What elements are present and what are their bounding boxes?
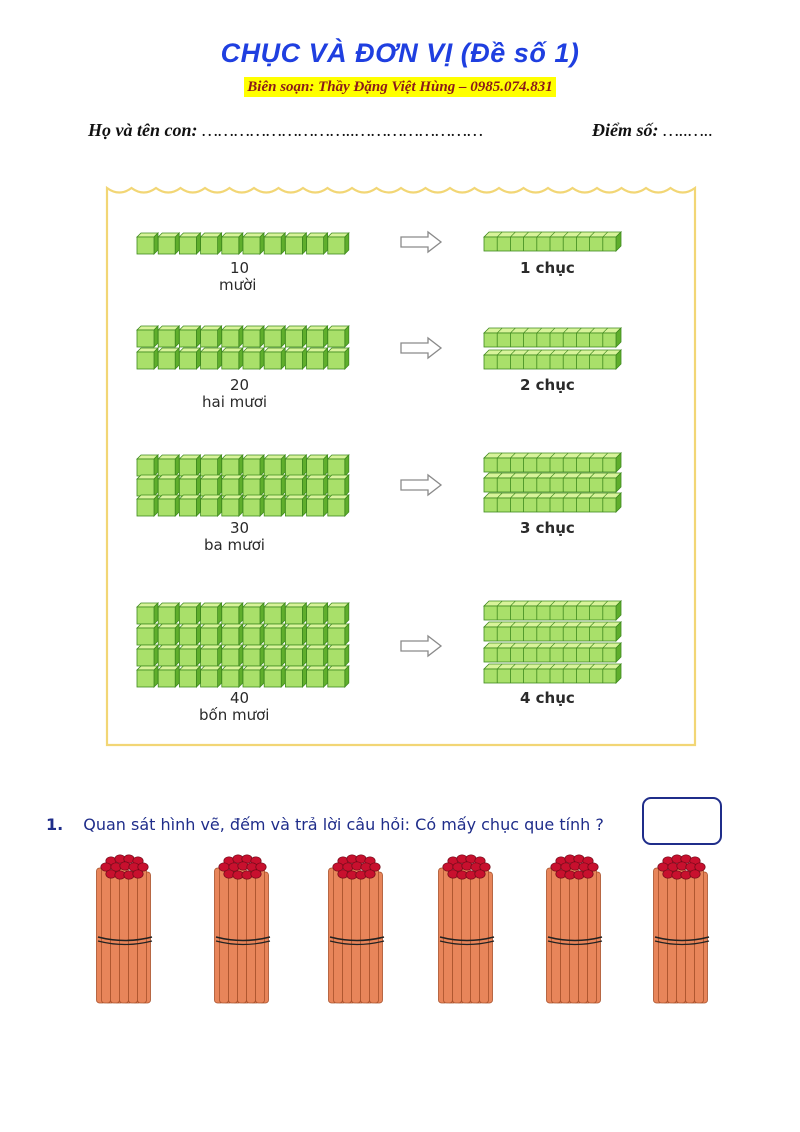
example-2-number: 20 <box>230 376 250 394</box>
arrow-icon-1 <box>400 230 443 254</box>
ten-rod-2-2 <box>483 349 622 370</box>
arrow-icon-4 <box>400 634 443 658</box>
unit-cube-row-1-1 <box>136 232 350 255</box>
ten-rod-3-3 <box>483 492 622 513</box>
example-4-tens-label: 4 chục <box>520 689 575 707</box>
unit-cube-row-3-1 <box>136 454 350 477</box>
unit-cube-row-2-2 <box>136 347 350 370</box>
student-name-label: Họ và tên con: <box>88 120 198 140</box>
score-line: Điểm số: …..….. <box>592 118 713 142</box>
question-number: 1. <box>46 815 64 834</box>
stick-bundle-5 <box>546 854 603 1004</box>
example-3-tens-label: 3 chục <box>520 519 575 537</box>
ten-rod-1-1 <box>483 231 622 252</box>
unit-cube-row-2-1 <box>136 325 350 348</box>
example-4-number: 40 <box>230 689 250 707</box>
unit-cube-row-4-4 <box>136 665 350 688</box>
ten-rod-4-3 <box>483 642 622 663</box>
question-1: 1. Quan sát hình vẽ, đếm và trả lời câu h… <box>46 815 604 834</box>
question-text: Quan sát hình vẽ, đếm và trả lời câu hỏi… <box>83 815 604 834</box>
answer-box[interactable] <box>642 797 722 845</box>
arrow-icon-3 <box>400 473 443 497</box>
score-field[interactable]: …..….. <box>663 120 714 140</box>
stick-bundle-2 <box>214 854 271 1004</box>
ten-rod-4-2 <box>483 621 622 642</box>
page-title: CHỤC VÀ ĐƠN VỊ (Đề số 1) <box>220 38 580 68</box>
unit-cube-row-4-1 <box>136 602 350 625</box>
student-name-field[interactable]: ………………………..…………………… <box>202 120 484 140</box>
stick-bundle-6 <box>653 854 710 1004</box>
ten-rod-3-1 <box>483 452 622 473</box>
author-line: Biên soạn: Thầy Đặng Việt Hùng – 0985.07… <box>0 77 800 97</box>
example-2-tens-label: 2 chục <box>520 376 575 394</box>
ten-rod-4-4 <box>483 663 622 684</box>
arrow-icon-2 <box>400 336 443 360</box>
example-4-words: bốn mươi <box>199 706 270 724</box>
example-1-words: mười <box>219 276 257 294</box>
author-credit: Biên soạn: Thầy Đặng Việt Hùng – 0985.07… <box>244 77 556 97</box>
student-name-line: Họ và tên con: ………………………..…………………… <box>88 118 483 142</box>
example-1-tens-label: 1 chục <box>520 259 575 277</box>
ten-rod-4-1 <box>483 600 622 621</box>
score-label: Điểm số: <box>592 120 659 140</box>
illustration-frame <box>105 185 697 747</box>
ten-rod-3-2 <box>483 472 622 493</box>
example-3-number: 30 <box>230 519 250 537</box>
ten-rod-2-1 <box>483 327 622 348</box>
stick-bundle-3 <box>328 854 385 1004</box>
example-1-number: 10 <box>230 259 250 277</box>
example-3-words: ba mươi <box>204 536 265 554</box>
unit-cube-row-4-2 <box>136 623 350 646</box>
unit-cube-row-4-3 <box>136 644 350 667</box>
unit-cube-row-3-3 <box>136 494 350 517</box>
example-2-words: hai mươi <box>202 393 268 411</box>
stick-bundle-4 <box>438 854 495 1004</box>
stick-bundle-1 <box>96 854 153 1004</box>
unit-cube-row-3-2 <box>136 474 350 497</box>
